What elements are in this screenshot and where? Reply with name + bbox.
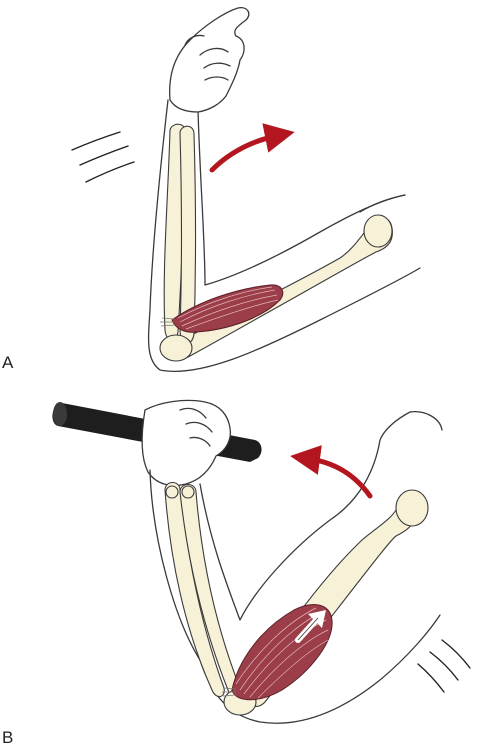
ulna-bone-a — [179, 125, 197, 344]
humeral-head-a — [363, 214, 393, 248]
arm-outline-b — [141, 399, 443, 724]
motion-lines-a — [71, 131, 135, 183]
curved-arrow-icon — [209, 123, 295, 173]
panel-a — [71, 7, 421, 372]
panel-label-b: B — [2, 728, 14, 747]
curved-arrow-icon — [290, 445, 373, 499]
humeral-head-b — [395, 489, 429, 527]
humerus-bone-a — [170, 217, 393, 360]
elbow-joint-a — [159, 334, 193, 362]
motion-lines-b — [417, 639, 471, 693]
panel-b — [52, 399, 471, 724]
straight-arrow-icon — [295, 610, 326, 643]
muscle-a — [160, 284, 284, 333]
muscle-b — [222, 604, 333, 701]
bones-b — [164, 481, 429, 716]
wrist-bone-b-2 — [181, 485, 195, 499]
wrist-bone-b — [165, 485, 179, 499]
panel-label-a: A — [2, 353, 14, 372]
arm-outline-a — [147, 7, 421, 372]
